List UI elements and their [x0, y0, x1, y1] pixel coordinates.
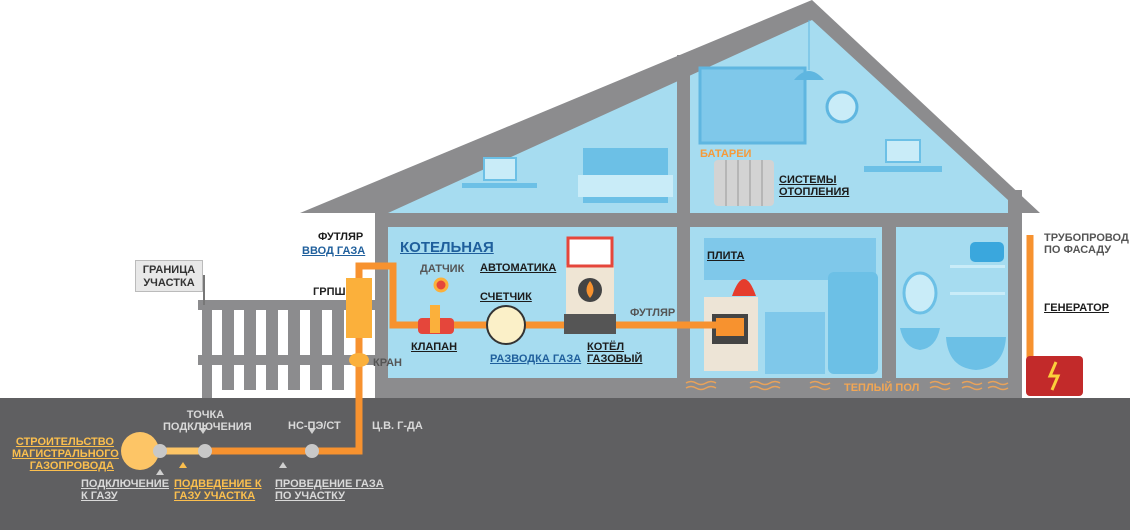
boiler-room [388, 227, 677, 378]
mirror [902, 271, 938, 315]
facade-pipeline-label: ТРУБОПРОВОД ПО ФАСАДУ [1044, 232, 1129, 256]
radiator-icon [714, 160, 774, 206]
stove-link[interactable]: ПЛИТА [707, 250, 745, 262]
gas-supply-link[interactable]: ПОДВЕДЕНИЕ К ГАЗУ УЧАСТКА [174, 478, 262, 502]
gas-boiler-icon [564, 236, 616, 334]
gas-boiler-link[interactable]: КОТЁЛ ГАЗОВЫЙ [587, 341, 643, 365]
ground [0, 398, 1130, 530]
fence [198, 300, 375, 398]
markers [156, 428, 316, 475]
tap-label: КРАН [373, 357, 402, 369]
generator-icon [1026, 356, 1083, 396]
attic-wall [677, 55, 690, 225]
casing-label: ФУТЛЯР [318, 231, 364, 243]
valve-icon [349, 353, 369, 367]
sensor-icon [433, 277, 449, 293]
radiators-label: БАТАРЕИ [700, 148, 752, 160]
fridge [828, 272, 878, 374]
floor-heating-label: ТЕПЛЫЙ ПОЛ [844, 382, 920, 394]
grpsh-cabinet [346, 278, 372, 338]
gas-connection-link[interactable]: ПОДКЛЮЧЕНИЕ К ГАЗУ [81, 478, 170, 502]
gas-input-link[interactable]: ВВОД ГАЗА [302, 245, 366, 257]
boiler-room-link[interactable]: КОТЕЛЬНАЯ [400, 239, 494, 256]
casing-label-right: ФУТЛЯР [630, 307, 676, 319]
sensor-label: ДАТЧИК [420, 263, 465, 275]
main-pipeline-icon [121, 432, 159, 470]
meter-link[interactable]: СЧЕТЧИК [480, 291, 532, 303]
automation-link[interactable]: АВТОМАТИКА [480, 262, 557, 274]
grpsh-label: ГРПШ [313, 286, 346, 298]
generator-link[interactable]: ГЕНЕРАТОР [1044, 302, 1109, 314]
gas-meter-icon [486, 305, 526, 345]
connection-point-label: ТОЧКА ПОДКЛЮЧЕНИЯ [163, 409, 252, 433]
floor-heating-icon [685, 380, 1009, 391]
sink [900, 328, 940, 350]
bathtub [946, 337, 1006, 370]
cvg-label: Ц.В. Г-ДА [372, 420, 423, 432]
heating-systems-link[interactable]: СИСТЕМЫ ОТОПЛЕНИЯ [779, 174, 850, 198]
plot-boundary-sign: ГРАНИЦА УЧАСТКА [135, 260, 203, 292]
stove-icon [704, 297, 758, 371]
valve-link[interactable]: КЛАПАН [411, 341, 458, 353]
clock-icon [825, 90, 859, 124]
main-pipeline-link[interactable]: СТРОИТЕЛЬСТВО МАГИСТРАЛЬНОГО ГАЗОПРОВОДА [12, 436, 119, 472]
pipe-type-label: НС-ПЭ/СТ [288, 420, 341, 432]
kettle-icon [732, 279, 756, 296]
attic [388, 20, 1008, 213]
lamp-icon [794, 71, 824, 80]
gas-distribution-link[interactable]: РАЗВОДКА ГАЗА [490, 353, 582, 365]
window [698, 66, 807, 145]
site-gas-piping-link[interactable]: ПРОВЕДЕНИЕ ГАЗА ПО УЧАСТКУ [275, 478, 384, 502]
